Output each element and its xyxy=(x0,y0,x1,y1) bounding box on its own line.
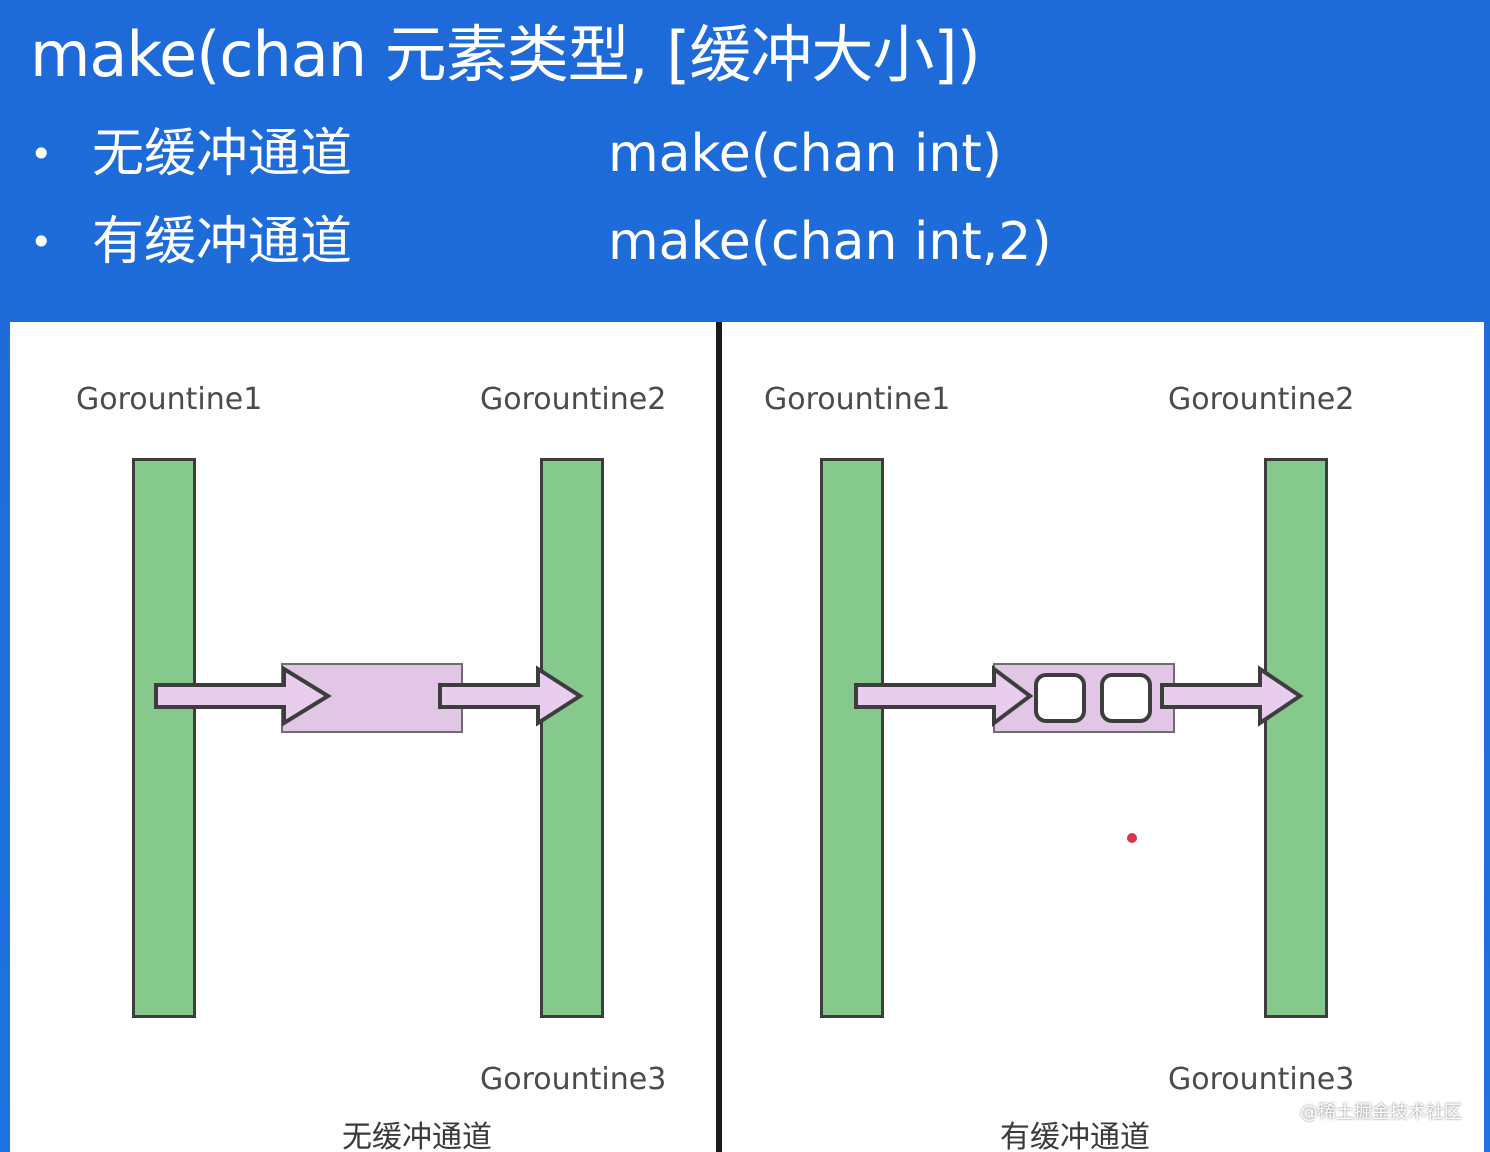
diagram-buffered: Gorountine1 Gorountine2 Gorountine3 有缓冲通… xyxy=(722,322,1484,1152)
send-arrow xyxy=(154,665,332,727)
diagram-caption: 无缓冲通道 xyxy=(342,1120,492,1152)
channel-flow xyxy=(854,663,1304,843)
goroutine3-label: Gorountine3 xyxy=(480,1062,667,1097)
bullet-code: make(chan int,2) xyxy=(608,212,1052,272)
receive-arrow xyxy=(438,665,584,727)
bullet-marker: • xyxy=(30,132,53,176)
goroutine2-label: Gorountine2 xyxy=(1168,382,1355,417)
bullet-code: make(chan int) xyxy=(608,124,1003,184)
channel-flow xyxy=(154,663,584,733)
goroutine1-label: Gorountine1 xyxy=(764,382,951,417)
goroutine1-label: Gorountine1 xyxy=(76,382,263,417)
receive-arrow xyxy=(1160,665,1304,727)
watermark: @稀土掘金技术社区 xyxy=(1300,1102,1462,1123)
goroutine3-label: Gorountine3 xyxy=(1168,1062,1355,1097)
send-arrow xyxy=(854,665,1034,727)
pointer-dot xyxy=(1127,833,1137,843)
bullet-label: 无缓冲通道 xyxy=(92,124,353,184)
panel-divider xyxy=(716,322,722,1152)
buffer-slot xyxy=(1034,673,1086,723)
slide-title: make(chan 元素类型, [缓冲大小]) xyxy=(30,18,981,91)
goroutine2-bar xyxy=(1264,458,1328,1018)
diagram-caption: 有缓冲通道 xyxy=(1000,1120,1150,1152)
goroutine2-bar xyxy=(540,458,604,1018)
diagram-unbuffered: Gorountine1 Gorountine2 Gorountine3 无缓冲通… xyxy=(10,322,716,1152)
bullet-marker: • xyxy=(30,220,53,264)
buffer-slot xyxy=(1100,673,1152,723)
goroutine1-bar xyxy=(132,458,196,1018)
goroutine2-label: Gorountine2 xyxy=(480,382,667,417)
bullet-label: 有缓冲通道 xyxy=(92,212,353,272)
goroutine1-bar xyxy=(820,458,884,1018)
